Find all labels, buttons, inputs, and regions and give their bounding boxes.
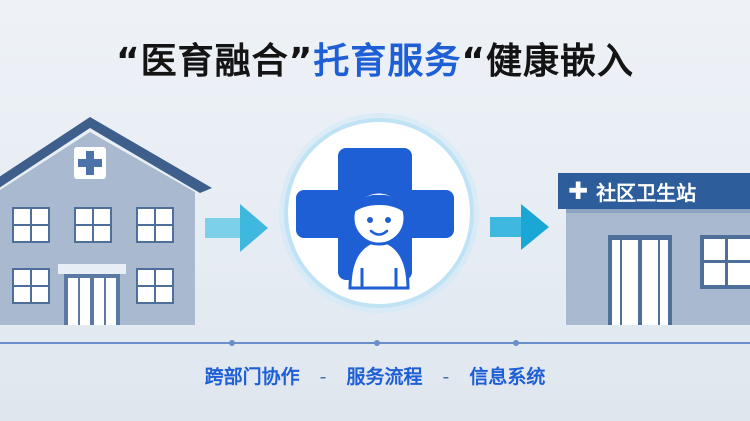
arrow-right-icon [205, 204, 268, 252]
clinic-sign: ✚ 社区卫生站 [558, 173, 750, 209]
title-part-2: 托育服务 [313, 41, 462, 82]
title-part-1: “医育融合” [115, 41, 314, 82]
separator: - [442, 366, 450, 388]
arrow-right-icon [490, 204, 549, 250]
title-part-3: “健康嵌入 [461, 41, 634, 82]
bottom-labels: 跨部门协作-服务流程-信息系统 [0, 362, 750, 389]
page-title: “医育融合”托育服务“健康嵌入 [0, 32, 750, 84]
clinic-label-text: 社区卫生站 [596, 180, 697, 205]
label-info-system: 信息系统 [469, 366, 546, 388]
cross-icon: ✚ [568, 177, 589, 205]
label-service-process: 服务流程 [346, 366, 423, 388]
clinic-building-icon [566, 209, 750, 325]
separator: - [319, 366, 327, 388]
medical-cross-child-icon [279, 113, 479, 313]
label-cross-department: 跨部门协作 [204, 366, 300, 388]
hospital-building-icon [0, 117, 212, 325]
timeline [0, 340, 750, 346]
